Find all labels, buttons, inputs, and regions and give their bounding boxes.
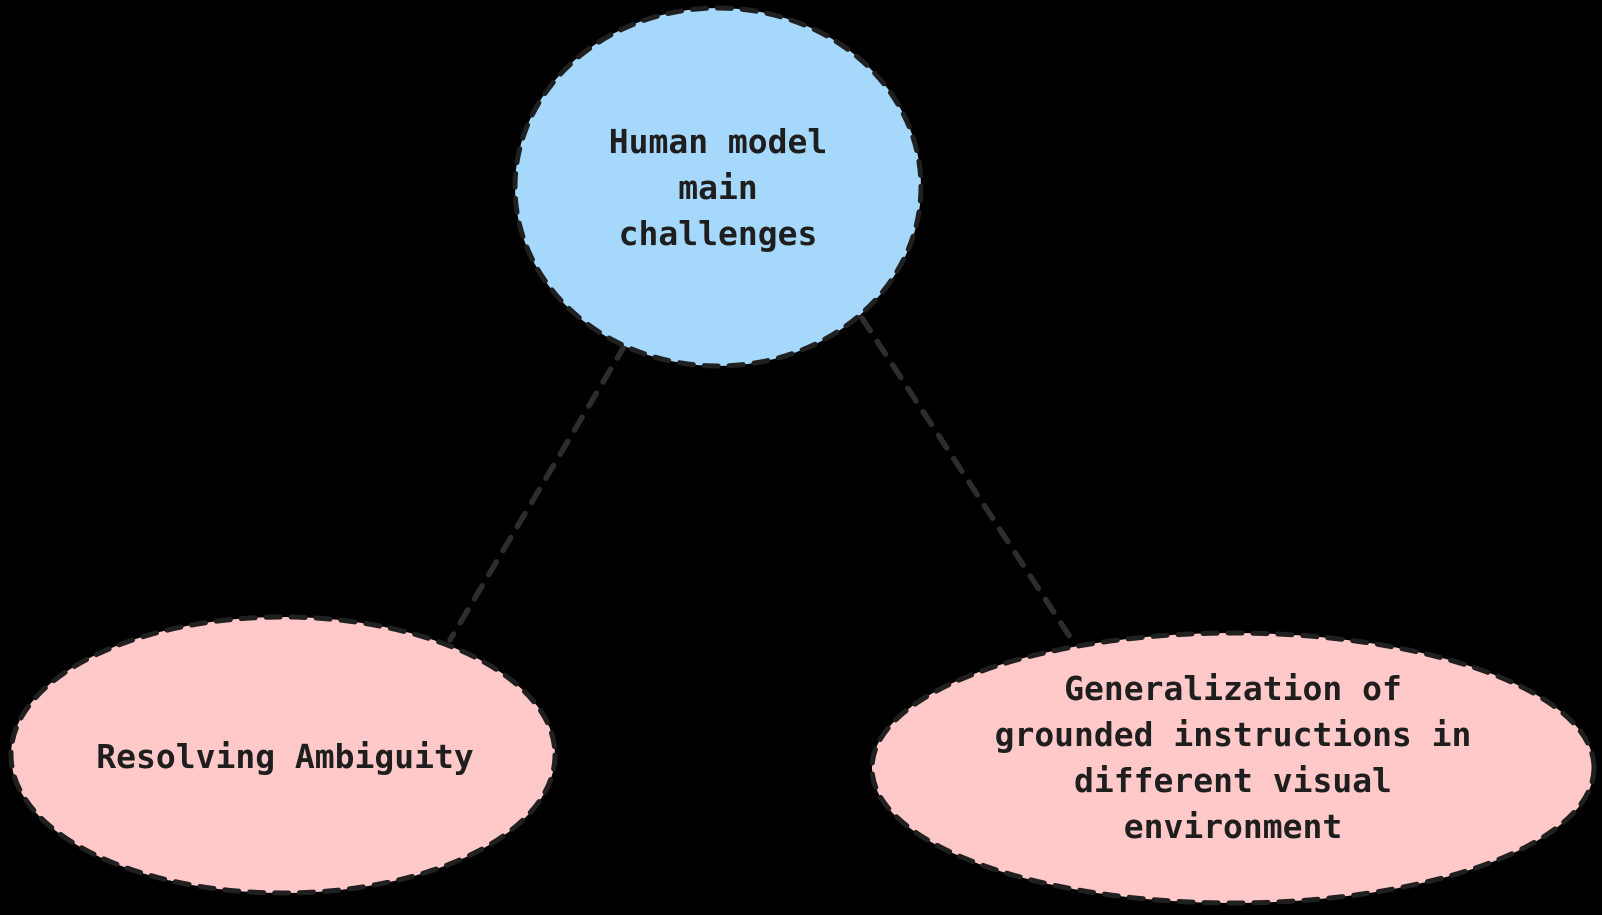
- node-resolving-ambiguity[interactable]: [8, 614, 558, 896]
- edge-root-to-generalization[interactable]: [859, 315, 1075, 643]
- edge-root-to-resolving-ambiguity[interactable]: [447, 342, 628, 643]
- node-human-model-main-challenges[interactable]: [512, 5, 924, 369]
- node-generalization[interactable]: [869, 630, 1597, 906]
